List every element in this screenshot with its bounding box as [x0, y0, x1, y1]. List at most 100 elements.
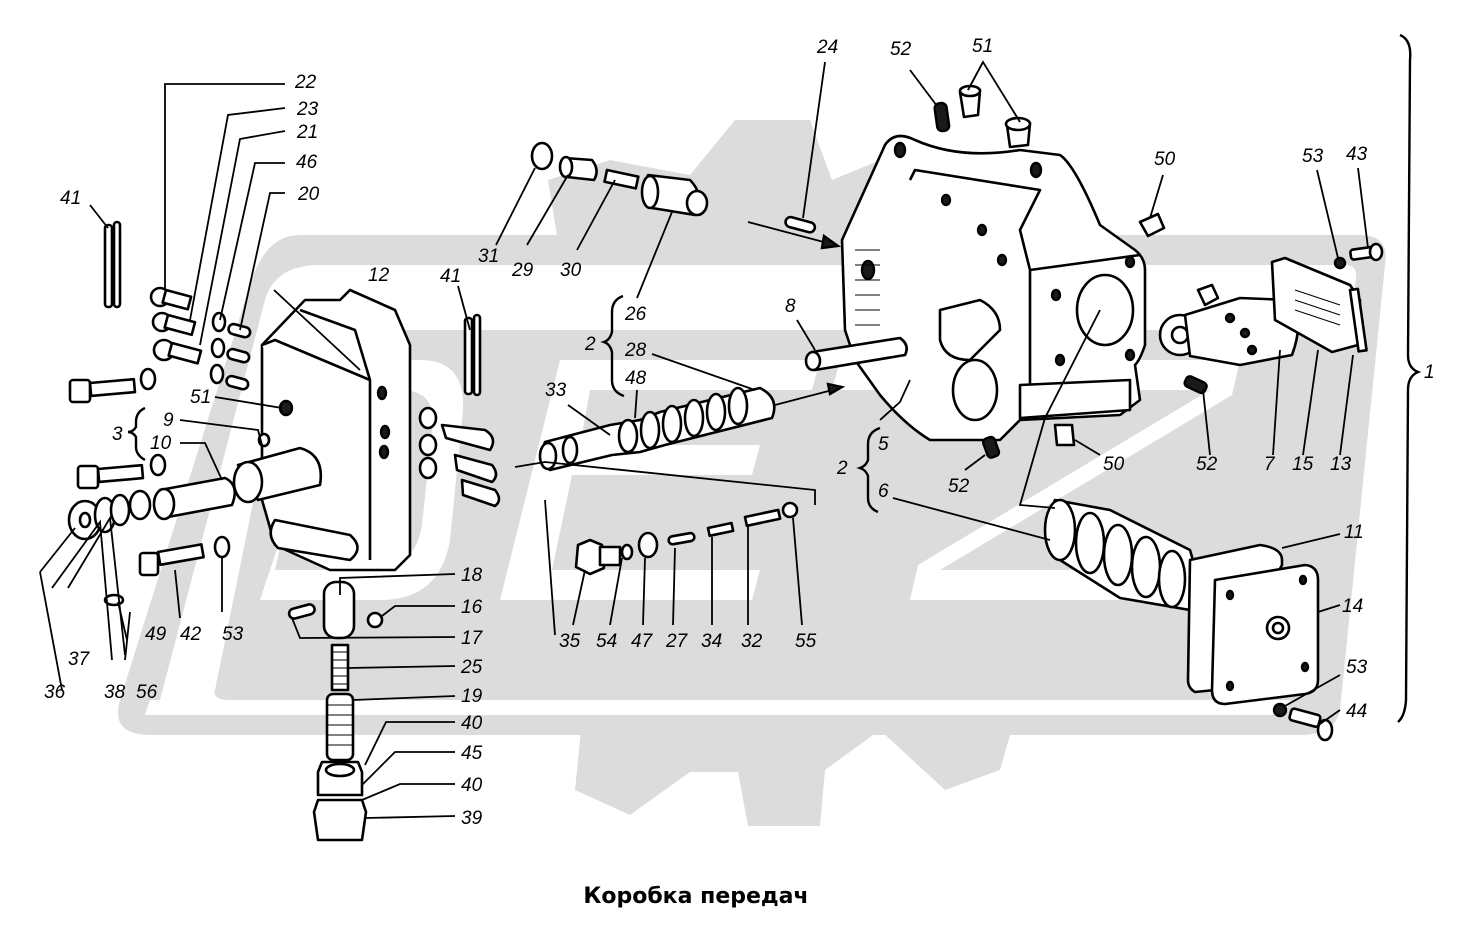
label-53-bottom: 53 — [1346, 657, 1368, 678]
label-25: 25 — [460, 657, 483, 678]
lever-housing-12 — [232, 288, 412, 572]
bolt-43 — [1349, 242, 1384, 262]
label-52-top: 52 — [890, 39, 912, 60]
label-14: 14 — [1342, 596, 1363, 617]
washer-53-left — [213, 535, 231, 559]
brace-2-bottom — [856, 426, 881, 514]
washer-16 — [366, 611, 384, 629]
ball-55 — [781, 501, 799, 519]
pin-20c — [225, 374, 250, 391]
plug-52-right — [1183, 375, 1208, 395]
brace-2-top — [600, 294, 625, 398]
spring-32 — [743, 508, 782, 528]
label-50-top: 50 — [1154, 149, 1176, 170]
plug-51-top-b — [1004, 116, 1032, 149]
part-labels: 1 2 2 3 5 6 7 8 9 10 11 12 13 14 15 16 1… — [44, 36, 1435, 829]
bushing-10 — [152, 476, 237, 521]
label-27: 27 — [665, 631, 689, 652]
plug-50-lower — [1053, 423, 1076, 447]
label-22: 22 — [294, 72, 317, 93]
pin-24 — [784, 215, 817, 234]
label-40-lower: 40 — [461, 775, 483, 796]
cotter-pin-41-left — [103, 220, 122, 309]
label-18: 18 — [461, 565, 483, 586]
washer-46c — [209, 363, 225, 385]
bushing-29 — [558, 155, 598, 182]
label-29: 29 — [511, 260, 534, 281]
pin-20b — [226, 347, 251, 364]
cotter-pin-41-middle — [463, 313, 482, 397]
spring-34 — [706, 521, 735, 538]
label-30: 30 — [560, 260, 582, 281]
plug-52-top — [933, 101, 951, 133]
washer-middle-left — [149, 453, 167, 477]
plug-52-lower — [981, 435, 1001, 459]
shaft-8 — [804, 336, 908, 372]
label-6: 6 — [878, 481, 889, 502]
washer-right-lever-c — [418, 456, 438, 480]
cover-14 — [1210, 563, 1320, 706]
label-46: 46 — [296, 152, 318, 173]
label-2-bottom: 2 — [836, 458, 848, 479]
watermark-letter-e — [500, 360, 820, 600]
leader-lines — [39, 60, 1369, 819]
label-44: 44 — [1346, 701, 1367, 722]
label-31: 31 — [478, 246, 499, 267]
fitting-bolt-21 — [152, 338, 203, 365]
label-49: 49 — [145, 624, 167, 645]
banjo-bolt-23 — [151, 311, 197, 337]
washer-46b — [210, 337, 226, 359]
label-53-left: 53 — [222, 624, 244, 645]
spring-30 — [603, 168, 640, 190]
bolt-44 — [1288, 707, 1334, 742]
label-37: 37 — [68, 649, 91, 670]
label-24: 24 — [816, 37, 838, 58]
label-41-left: 41 — [60, 188, 81, 209]
washer-31 — [530, 141, 554, 171]
pin-27 — [667, 531, 696, 546]
label-9: 9 — [163, 410, 174, 431]
label-5: 5 — [878, 434, 889, 455]
cap-nut-39 — [312, 798, 368, 842]
label-2-top: 2 — [584, 334, 596, 355]
diagram-caption: Коробка передач — [583, 884, 809, 909]
label-35: 35 — [559, 631, 581, 652]
plug-right-lever-a — [440, 423, 495, 452]
washer-47 — [637, 531, 659, 559]
label-12: 12 — [368, 265, 390, 286]
label-3: 3 — [112, 424, 123, 445]
label-42: 42 — [180, 624, 202, 645]
bolt-42 — [138, 543, 205, 577]
label-11: 11 — [1344, 522, 1364, 543]
pin-17 — [287, 603, 316, 620]
washer-right-lever-a — [418, 406, 438, 430]
plug-35 — [574, 538, 622, 576]
label-51-top: 51 — [972, 36, 993, 57]
washer-54 — [620, 543, 634, 561]
label-7: 7 — [1264, 454, 1276, 475]
label-54: 54 — [596, 631, 617, 652]
label-17: 17 — [461, 628, 484, 649]
label-45: 45 — [461, 743, 483, 764]
washer-53-top — [1333, 256, 1347, 270]
label-19: 19 — [461, 686, 483, 707]
bolt-upper-left — [68, 377, 137, 404]
label-36: 36 — [44, 682, 66, 703]
label-20: 20 — [297, 184, 320, 205]
screw-19 — [325, 692, 355, 762]
label-26-valve: 26 — [624, 304, 647, 325]
label-13: 13 — [1330, 454, 1352, 475]
washer-right-lever-b — [418, 433, 438, 457]
bushing-stack-36-38 — [67, 489, 152, 541]
label-48: 48 — [625, 368, 647, 389]
label-40-upper: 40 — [461, 713, 483, 734]
label-16: 16 — [461, 597, 483, 618]
assembly-brace-1 — [1397, 33, 1422, 723]
label-15: 15 — [1292, 454, 1314, 475]
label-10: 10 — [150, 433, 172, 454]
plug-50-top — [1138, 212, 1166, 238]
label-23: 23 — [296, 99, 319, 120]
washer-53-bottom — [1272, 702, 1288, 718]
label-50-lower: 50 — [1103, 454, 1125, 475]
